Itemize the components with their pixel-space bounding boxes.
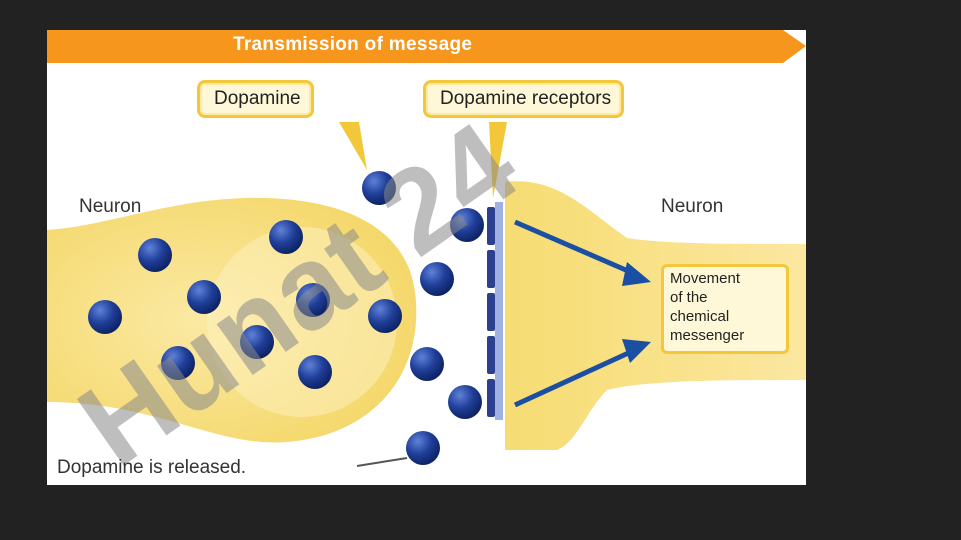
dopamine-molecule [187, 280, 221, 314]
dopamine-molecule [138, 238, 172, 272]
movement-box: Movement of the chemical messenger [661, 264, 789, 354]
dopamine-molecules [88, 171, 484, 465]
released-label: Dopamine is released. [57, 457, 247, 478]
dopamine-molecule [296, 283, 330, 317]
dopamine-pointer [339, 122, 367, 170]
dopamine-molecule [161, 346, 195, 380]
dopamine-molecule [240, 325, 274, 359]
dopamine-molecule [406, 431, 440, 465]
dopamine-molecule [368, 299, 402, 333]
movement-line: Movement [670, 270, 741, 287]
neuron-right-label: Neuron [661, 196, 724, 217]
dopamine-diagram: Hunat 24 Transmission of message Dopamin… [47, 30, 806, 485]
dopamine-callout: Dopamine [197, 80, 314, 118]
receptor-group [487, 202, 503, 420]
dopamine-molecule [448, 385, 482, 419]
dopamine-molecule [420, 262, 454, 296]
movement-line: chemical [670, 308, 730, 325]
banner-arrow [47, 30, 806, 63]
dopamine-molecule [298, 355, 332, 389]
movement-line: of the [670, 289, 708, 306]
receptors-callout: Dopamine receptors [423, 80, 625, 118]
dopamine-molecule [88, 300, 122, 334]
movement-arrows [513, 219, 651, 408]
receptor-pointer [489, 122, 507, 198]
released-pointer [356, 457, 408, 467]
dopamine-molecule [410, 347, 444, 381]
banner-title: Transmission of message [233, 34, 473, 55]
dopamine-molecule [362, 171, 396, 205]
movement-line: messenger [670, 327, 745, 344]
diagram-canvas: Hunat 24 [47, 30, 806, 485]
dopamine-molecule [450, 208, 484, 242]
neuron-left-label: Neuron [79, 196, 142, 217]
dopamine-molecule [269, 220, 303, 254]
